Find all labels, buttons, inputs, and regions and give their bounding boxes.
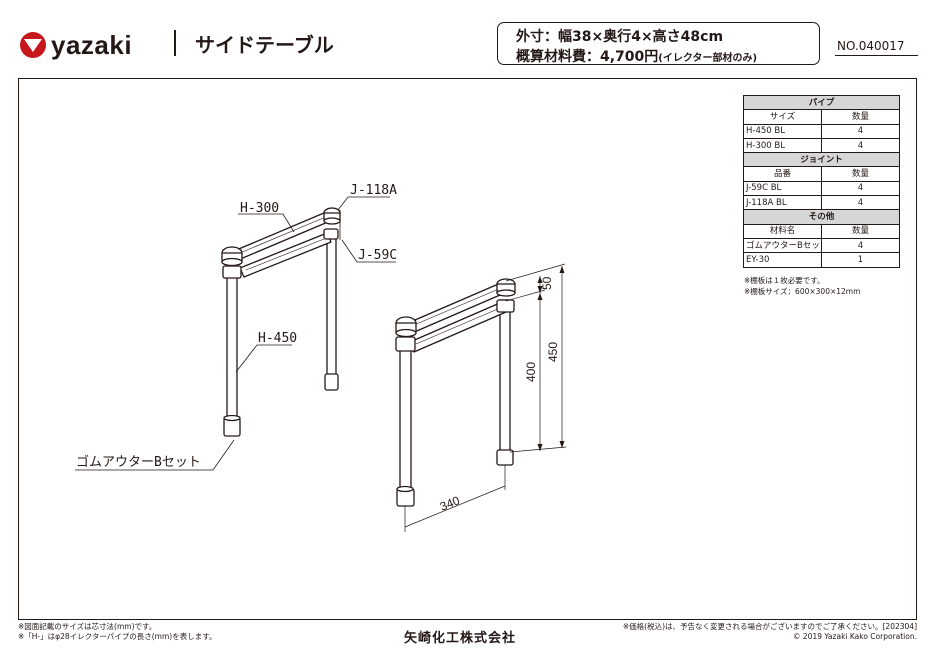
section-header-other: その他 (743, 209, 900, 225)
brand-name: yazaki (51, 29, 133, 60)
dim-line-340 (404, 485, 506, 528)
spec-box: 外寸：幅38×奥行4×高さ48cm 概算材料費：4,700円(イレクター部材のみ… (497, 22, 820, 65)
column-header-row: サイズ数量 (743, 109, 900, 125)
brand-logo: yazaki (18, 28, 132, 62)
company-name: 矢崎化工株式会社 (404, 631, 517, 646)
footer-notes-left: ※図面記載のサイズは芯寸法(mm)です。 ※「H-」はφ28イレクターパイプの長… (18, 622, 216, 642)
table-notes: ※棚板は１枚必要です。 ※棚板サイズ：600×300×12mm (744, 275, 860, 297)
left-front-joint-lower (222, 265, 242, 279)
document-number-underline (835, 55, 918, 56)
left-front-leg (226, 269, 238, 421)
spec-cost-line: 概算材料費：4,700円(イレクター部材のみ) (516, 46, 757, 66)
left-back-joint-lower (323, 228, 339, 240)
right-back-joint-lower (496, 299, 515, 313)
footer-notes-right: ※価格(税込)は、予告なく変更される場合がございますのでご了承ください。[202… (623, 622, 917, 642)
right-back-leg (499, 299, 511, 453)
table-note: ※棚板サイズ：600×300×12mm (744, 287, 861, 296)
right-front-leg (399, 339, 412, 493)
callout-h450: H-450 (258, 331, 297, 346)
column-header-row: 材料名数量 (743, 223, 900, 239)
column-header-row: 品番数量 (743, 166, 900, 182)
dim-50: 50 (540, 276, 554, 290)
left-back-foot (324, 373, 339, 391)
leader-j59c (341, 239, 396, 263)
section-header-joint: ジョイント (743, 152, 900, 168)
yazaki-logo-icon (20, 32, 46, 58)
drawing-frame (18, 78, 917, 620)
callout-j118a: J-118A (350, 183, 397, 198)
footer-note: ※「H-」はφ28イレクターパイプの長さ(mm)を表します。 (18, 632, 217, 641)
copyright: © 2019 Yazaki Kako Corporation. (793, 632, 917, 641)
callout-rubber: ゴムアウターBセット (76, 454, 201, 470)
title-divider (174, 30, 176, 56)
footer-note: ※図面記載のサイズは芯寸法(mm)です。 (18, 622, 157, 631)
leader-rubber (75, 439, 235, 471)
product-title: サイドテーブル (195, 33, 334, 57)
right-front-joint-lower (395, 336, 416, 352)
callout-h300: H-300 (240, 201, 279, 216)
left-lower-rail (239, 232, 332, 278)
spec-cost-note: (イレクター部材のみ) (658, 53, 758, 64)
spec-size: 外寸：幅38×奥行4×高さ48cm (516, 29, 724, 45)
document-number: NO.040017 (837, 39, 905, 53)
dim-340: 340 (438, 493, 462, 514)
page-header: yazaki サイドテーブル 外寸：幅38×奥行4×高さ48cm 概算材料費：4… (0, 0, 935, 75)
dim-450: 450 (546, 342, 560, 362)
leader-h300 (238, 213, 295, 233)
table-note: ※棚板は１枚必要です。 (744, 276, 825, 285)
dim-400: 400 (524, 362, 538, 382)
leader-j118a (337, 196, 390, 211)
price-note: ※価格(税込)は、予告なく変更される場合がございますのでご了承ください。[202… (622, 622, 917, 631)
leader-h450 (235, 344, 292, 373)
callout-j59c: J-59C (358, 248, 397, 263)
spec-cost: 概算材料費：4,700円 (516, 49, 659, 65)
left-back-leg (326, 232, 337, 382)
section-header-pipe: パイプ (743, 94, 900, 111)
